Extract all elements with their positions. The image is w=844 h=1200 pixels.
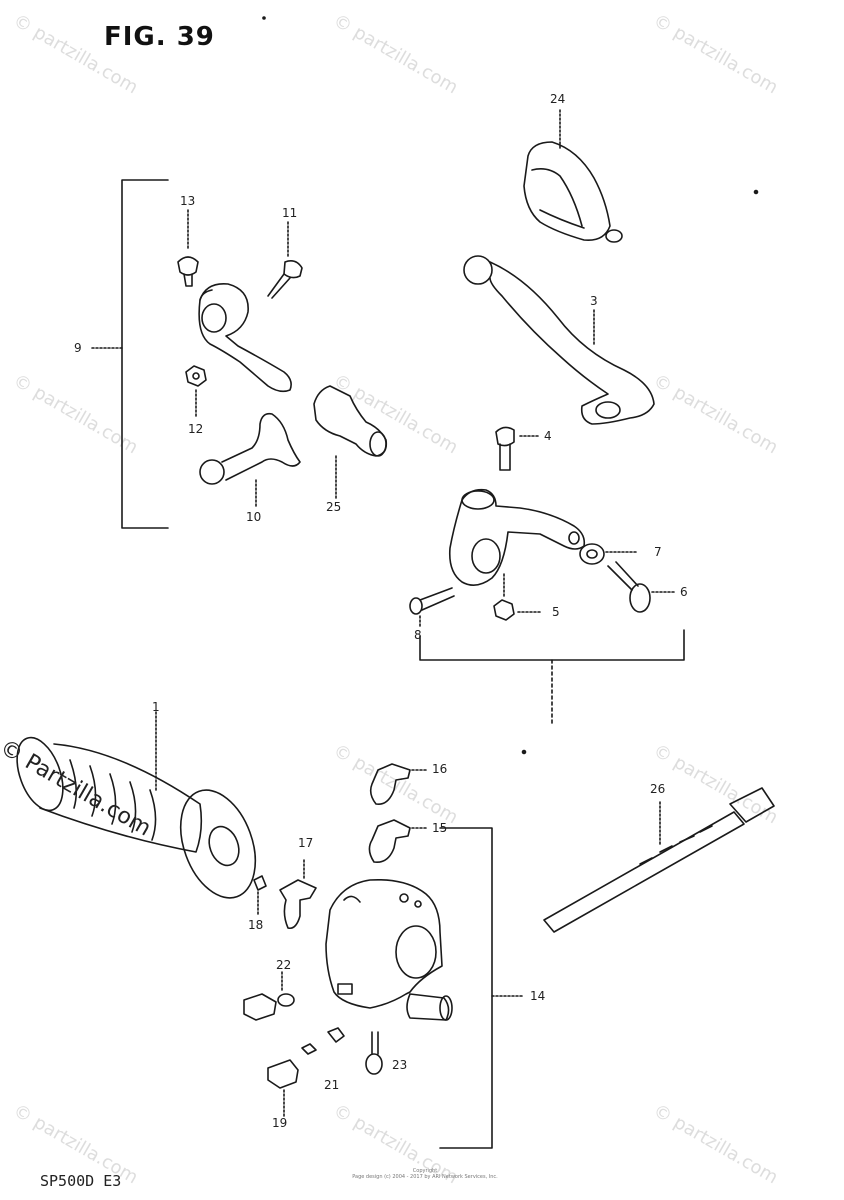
callout-22: 22	[276, 958, 292, 972]
callout-9: 9	[74, 341, 82, 355]
part-lever-holder-right	[448, 488, 586, 597]
callout-17: 17	[298, 836, 314, 850]
callout-3: 3	[590, 294, 598, 308]
part-15-knob	[368, 819, 429, 864]
part-11-screw	[267, 221, 303, 299]
part-24-lever-cover	[523, 109, 623, 243]
callout-5: 5	[552, 605, 560, 619]
callout-1: 1	[152, 700, 160, 714]
callout-8: 8	[414, 628, 422, 642]
part-8-screw	[409, 587, 455, 629]
part-16-knob	[369, 763, 429, 806]
part-5-nut	[493, 599, 541, 621]
callout-19: 19	[272, 1116, 288, 1130]
part-12-nut	[185, 365, 207, 419]
callout-24: 24	[550, 92, 566, 106]
part-1-grip	[16, 711, 257, 899]
bracket-9	[121, 179, 169, 529]
callout-23: 23	[392, 1058, 408, 1072]
callout-15: 15	[432, 821, 448, 835]
part-14-switch-housing	[325, 878, 453, 1021]
part-small-screws	[301, 1027, 383, 1075]
part-20-cable-holder	[313, 385, 388, 499]
copyright-line-2: Page design (c) 2004 - 2017 by ARI Netwo…	[352, 1174, 498, 1180]
copyright-notice: Copyright Page design (c) 2004 - 2017 by…	[330, 1168, 520, 1180]
part-9-lever-holder	[198, 283, 292, 393]
callout-18: 18	[248, 918, 264, 932]
part-18-spring	[253, 875, 267, 915]
callout-16: 16	[432, 762, 448, 776]
callout-7: 7	[654, 545, 662, 559]
callout-21: 21	[324, 1078, 340, 1092]
part-22-switch	[243, 971, 295, 1021]
model-code: SP500D E3	[40, 1172, 122, 1190]
callout-20: 25	[326, 500, 342, 514]
part-13-bolt	[177, 209, 199, 287]
part-19-plate	[267, 1059, 299, 1117]
part-7-washer	[579, 543, 637, 565]
part-26-cable-tie	[543, 787, 775, 933]
part-10-lever-arm	[199, 412, 301, 509]
callout-13: 13	[180, 194, 196, 208]
callout-12: 12	[188, 422, 204, 436]
bracket-3-8	[419, 629, 685, 661]
callout-10: 10	[246, 510, 262, 524]
part-4-bolt	[495, 426, 541, 471]
part-17-cam	[279, 859, 317, 930]
callout-14: 14	[530, 989, 546, 1003]
figure-title: FIG. 39	[104, 22, 215, 52]
callout-26: 26	[650, 782, 666, 796]
part-3-brake-lever	[463, 255, 655, 425]
callout-4: 4	[544, 429, 552, 443]
bracket-14	[439, 827, 493, 1149]
copyright-line-1: Copyright	[412, 1168, 438, 1174]
part-6-pivot-bolt	[607, 561, 677, 613]
callout-11: 11	[282, 206, 298, 220]
callout-6: 6	[680, 585, 688, 599]
